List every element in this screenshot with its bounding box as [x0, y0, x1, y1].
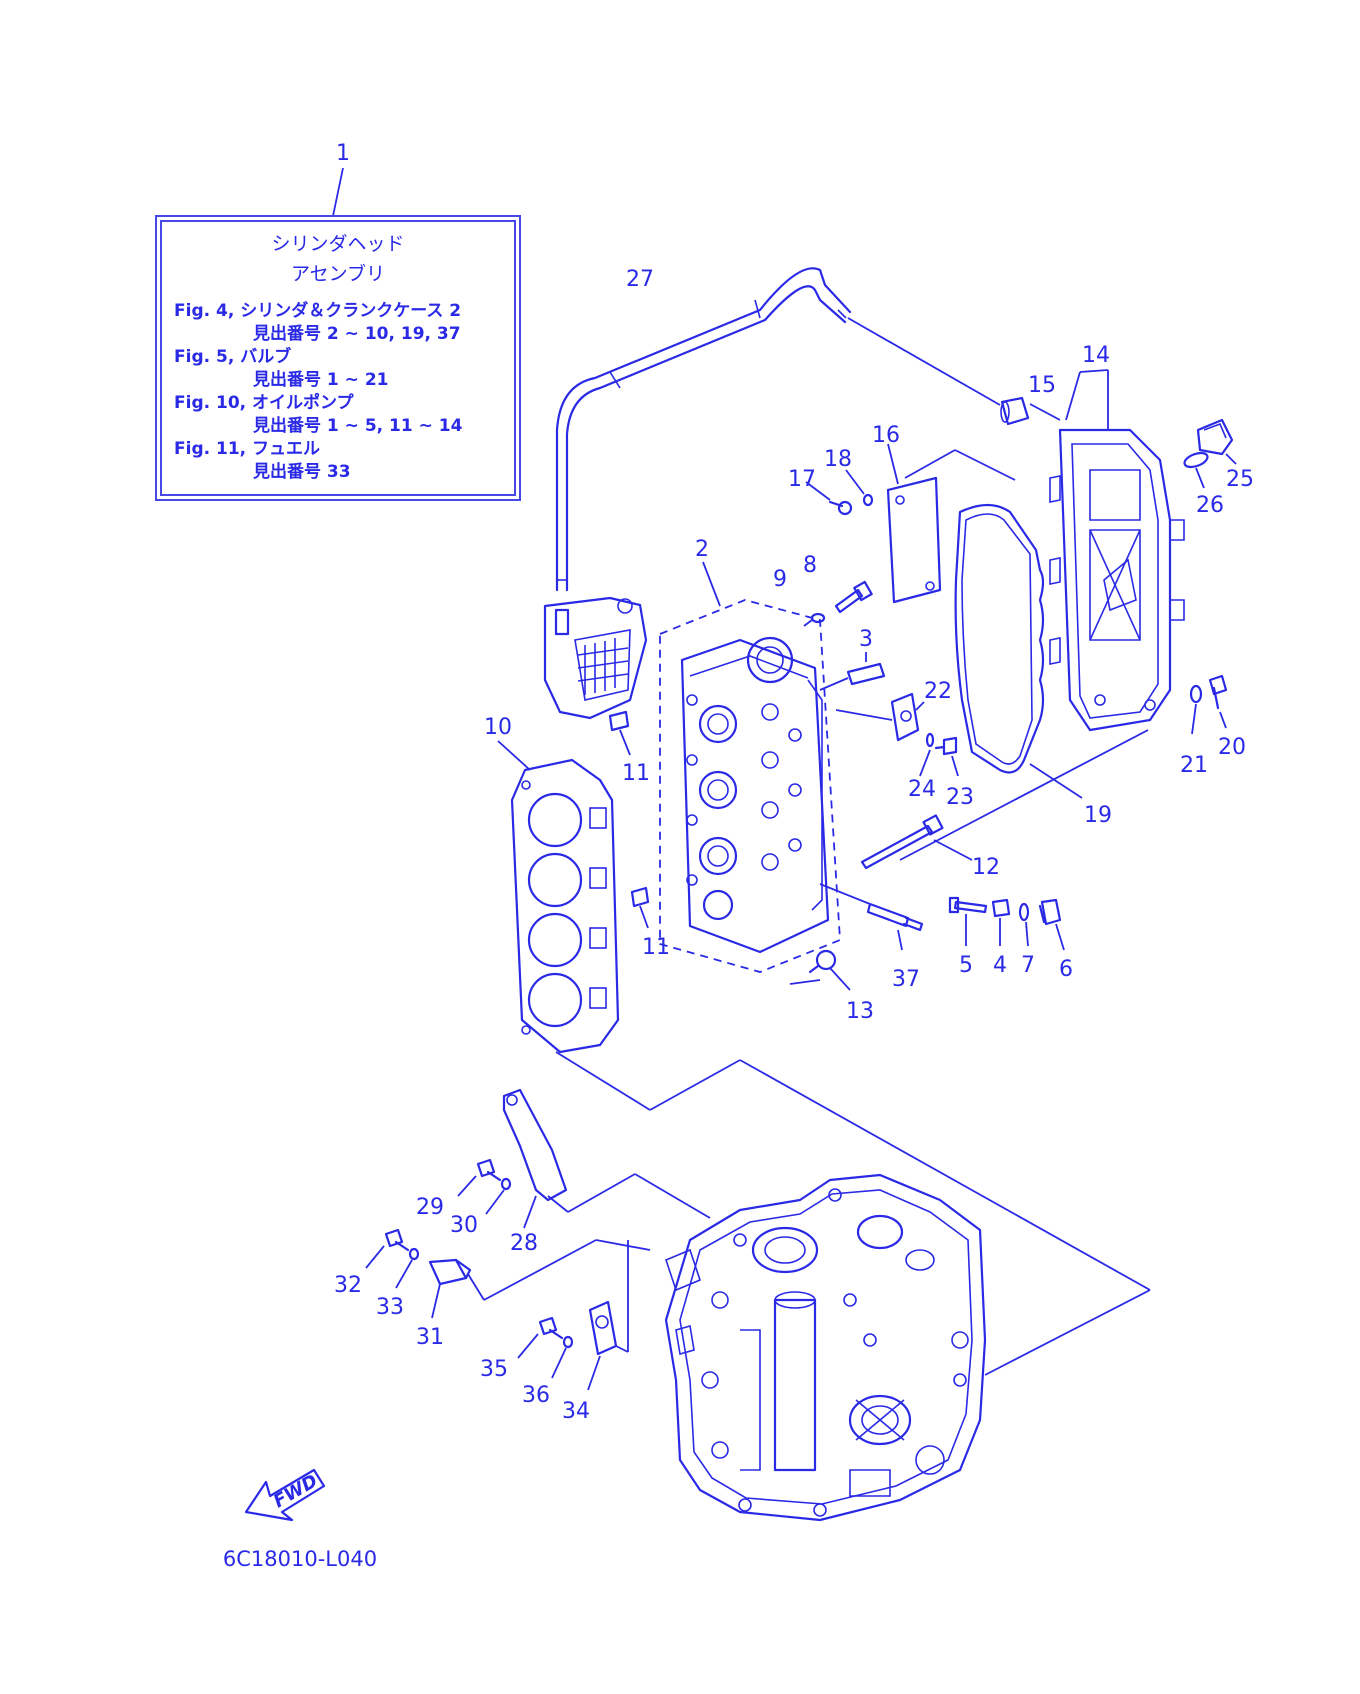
legend-line-2: 見出番号 2 ~ 10, 19, 37	[252, 323, 461, 344]
part-22-plate	[835, 692, 925, 742]
part-13-bolt	[808, 949, 851, 991]
callout-19: 19	[1084, 803, 1112, 828]
legend-line-8: 見出番号 33	[252, 461, 351, 482]
part-21-washer	[1189, 684, 1203, 735]
separator-housing	[543, 596, 648, 720]
callout-35: 35	[480, 1357, 508, 1382]
part-27-breather-hose	[555, 267, 1001, 592]
part-11-dowel-lower	[630, 886, 650, 929]
callout-10: 10	[484, 715, 512, 740]
callout-27: 27	[626, 267, 654, 292]
part-35-bolt	[517, 1316, 564, 1359]
fwd-arrow-icon: FWD	[244, 1468, 326, 1522]
callout-1: 1	[336, 141, 350, 166]
callout-16: 16	[872, 423, 900, 448]
legend-title-2: アセンブリ	[291, 262, 385, 285]
part-19-gasket	[954, 503, 1083, 799]
part-3-fitting	[819, 652, 886, 691]
part-28-bracket	[502, 1088, 711, 1229]
callout-17: 17	[788, 467, 816, 492]
part-32-bolt	[365, 1228, 410, 1269]
callout-21: 21	[1180, 753, 1208, 778]
callout-14: 14	[1082, 343, 1110, 368]
part-2-cylinder-head	[659, 561, 841, 973]
callout-7: 7	[1021, 953, 1035, 978]
part-14-housing	[1049, 369, 1185, 732]
callout-20: 20	[1218, 735, 1246, 760]
part-36-washer	[551, 1335, 574, 1379]
callout-33: 33	[376, 1295, 404, 1320]
part-33-washer	[395, 1247, 420, 1289]
callout-37: 37	[892, 967, 920, 992]
callout-15: 15	[1028, 373, 1056, 398]
part-18-washer	[845, 469, 874, 507]
callout-6: 6	[1059, 957, 1073, 982]
callout-23: 23	[946, 785, 974, 810]
callout-34: 34	[562, 1399, 590, 1424]
part-30-washer	[485, 1177, 512, 1215]
callout-9: 9	[773, 567, 787, 592]
callout-3: 3	[859, 627, 873, 652]
part-25-cap	[1196, 418, 1237, 465]
legend-line-7: Fig. 11, フュエル	[174, 439, 320, 459]
part-34-plate	[587, 1240, 629, 1391]
callout-31: 31	[416, 1325, 444, 1350]
part-8-bolt	[834, 580, 873, 614]
part-29-bolt	[457, 1158, 502, 1197]
callout-32: 32	[334, 1273, 362, 1298]
part-12-head-bolt	[860, 814, 973, 870]
callout-11-lower: 11	[642, 935, 670, 960]
callout-30: 30	[450, 1213, 478, 1238]
callout-25: 25	[1226, 467, 1254, 492]
part-20-bolt	[1208, 674, 1228, 729]
drawing-code: 6C18010-L040	[223, 1547, 377, 1571]
callout-4: 4	[993, 953, 1007, 978]
part-17-bolt	[805, 481, 853, 516]
callout-8: 8	[803, 553, 817, 578]
part-37-sensor	[866, 902, 924, 951]
legend-line-4: 見出番号 1 ~ 21	[252, 369, 389, 390]
legend-line-3: Fig. 5, バルブ	[174, 346, 291, 367]
part-15-dowel	[1000, 396, 1061, 426]
legend-line-5: Fig. 10, オイルポンプ	[174, 392, 355, 413]
part-6-plug	[1038, 898, 1065, 951]
callout-13: 13	[846, 999, 874, 1024]
callout-18: 18	[824, 447, 852, 472]
callout-29: 29	[416, 1195, 444, 1220]
part-24-washer	[919, 732, 935, 777]
callout-24: 24	[908, 777, 936, 802]
assembly-leader-lines	[555, 729, 1151, 1376]
part-10-head-gasket	[497, 740, 620, 1054]
legend-line-1: Fig. 4, シリンダ＆クランクケース 2	[174, 300, 461, 321]
legend-line-6: 見出番号 1 ~ 5, 11 ~ 14	[252, 415, 463, 436]
callout-11-upper: 11	[622, 761, 650, 786]
part-23-bolt	[934, 736, 959, 777]
part-5-bolt	[948, 896, 988, 946]
callout-2: 2	[695, 537, 709, 562]
part-11-dowel-upper	[608, 710, 631, 756]
part-31-clamp	[428, 1239, 651, 1319]
sensor-leader	[819, 883, 871, 905]
crankcase-block	[664, 1173, 987, 1522]
callout-numbers: 2 3 4 5 6 7 8 9 10 11 11 12 13 14 15 16 …	[334, 267, 1254, 1424]
fwd-label: FWD	[270, 1471, 321, 1513]
callout-5: 5	[959, 953, 973, 978]
legend-group: 1 シリンダヘッド アセンブリ Fig. 4, シリンダ＆クランクケース 2 見…	[155, 141, 521, 501]
callout-12: 12	[972, 855, 1000, 880]
legend-title-1: シリンダヘッド	[271, 233, 404, 255]
part-4-collar	[991, 898, 1011, 946]
callout-28: 28	[510, 1231, 538, 1256]
part-26-oring	[1183, 451, 1209, 489]
callout-36: 36	[522, 1383, 550, 1408]
part-7-oring	[1018, 902, 1030, 947]
callout-22: 22	[924, 679, 952, 704]
part-16-cover-plate	[886, 443, 1016, 604]
part-9-washer	[803, 612, 826, 627]
callout-26: 26	[1196, 493, 1224, 518]
